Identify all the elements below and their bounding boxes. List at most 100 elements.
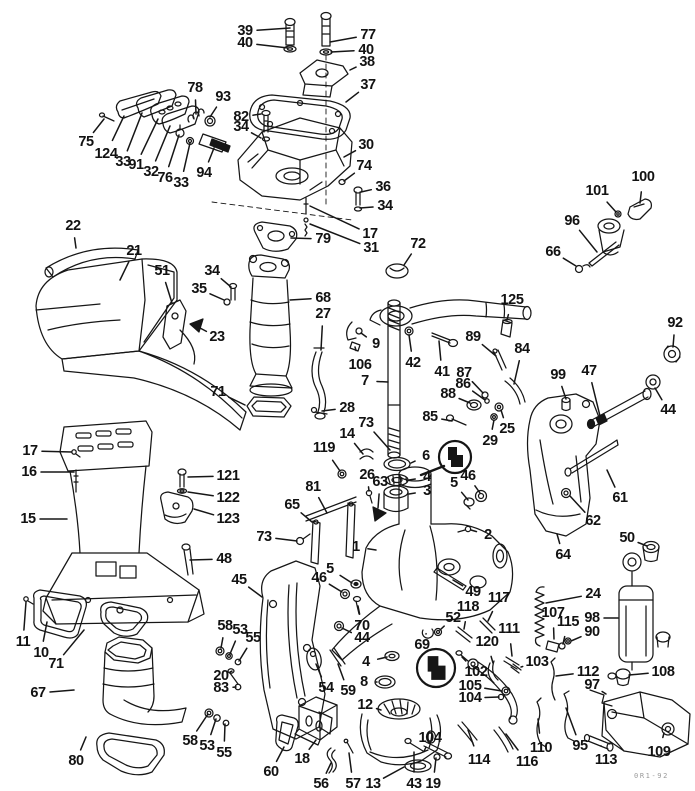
part-callout-119: 119 xyxy=(312,439,336,456)
part-callout-26: 26 xyxy=(359,466,375,483)
hardware-36-74-34-17-31 xyxy=(303,178,363,237)
leader-line-39 xyxy=(256,27,291,31)
part-callout-31: 31 xyxy=(363,239,379,256)
leader-line-97 xyxy=(601,690,607,695)
part-callout-111: 111 xyxy=(498,620,520,637)
leader-line-26 xyxy=(367,486,370,492)
leader-line-104 xyxy=(423,746,427,753)
part-steering-support-100-101-96-66 xyxy=(574,198,652,274)
leader-line-14 xyxy=(353,442,364,455)
linkage-49-52-117-118 xyxy=(433,567,496,643)
part-71-gasket-upper xyxy=(246,396,292,418)
part-51-bracket-and-screws xyxy=(162,282,238,365)
part-callout-4: 4 xyxy=(362,653,370,670)
part-callout-20: 20 xyxy=(213,667,229,684)
part-callout-57: 57 xyxy=(345,775,361,791)
leader-line-73 xyxy=(373,431,391,451)
leader-line-124 xyxy=(111,115,125,142)
part-callout-51: 51 xyxy=(154,262,170,279)
leader-line-80 xyxy=(79,736,87,751)
part-callout-124: 124 xyxy=(94,145,118,162)
part-callout-108: 108 xyxy=(651,663,675,680)
leader-line-103 xyxy=(520,665,524,668)
part-callout-46: 46 xyxy=(460,467,476,484)
leader-line-4 xyxy=(408,478,416,481)
part-callout-55: 55 xyxy=(245,629,261,646)
part-callout-81: 81 xyxy=(305,478,321,495)
leader-line-41 xyxy=(438,340,442,361)
part-callout-123: 123 xyxy=(216,510,240,527)
part-callout-117: 117 xyxy=(487,589,511,606)
part-callout-52: 52 xyxy=(445,609,461,626)
leader-line-17 xyxy=(309,205,360,230)
part-callout-34: 34 xyxy=(377,197,393,214)
leader-line-108 xyxy=(628,672,649,676)
leader-line-29 xyxy=(491,419,495,430)
part-callout-122: 122 xyxy=(216,489,240,506)
part-callout-100: 100 xyxy=(631,168,655,185)
rods-95-110-112-97 xyxy=(536,657,613,748)
leader-line-28 xyxy=(321,408,336,412)
part-callout-17: 17 xyxy=(22,442,38,459)
part-callout-110: 110 xyxy=(529,739,553,756)
leader-line-31 xyxy=(309,223,361,245)
part-7-driveshaft xyxy=(387,299,401,459)
leader-line-34 xyxy=(220,277,232,288)
leader-line-67 xyxy=(49,689,75,693)
part-callout-77: 77 xyxy=(360,26,376,43)
leader-line-109 xyxy=(662,732,665,739)
leader-line-66 xyxy=(562,257,577,267)
leader-line-125 xyxy=(506,313,510,321)
leader-line-1 xyxy=(367,548,377,551)
part-callout-97: 97 xyxy=(584,676,600,693)
part-callout-86: 86 xyxy=(455,375,471,392)
leader-line-71 xyxy=(228,396,246,406)
part-callout-90: 90 xyxy=(584,623,600,640)
leader-line-86 xyxy=(471,390,486,401)
part-68-muffler xyxy=(248,254,293,397)
leader-line-54 xyxy=(315,663,323,678)
part-callout-125: 125 xyxy=(500,291,524,308)
part-steering-arm xyxy=(346,299,532,352)
part-21-lower-cover xyxy=(35,258,247,431)
leader-line-101 xyxy=(606,201,617,213)
leader-line-64 xyxy=(556,533,561,545)
leader-line-45 xyxy=(247,586,263,598)
leader-line-55 xyxy=(238,647,248,662)
part-callout-33: 33 xyxy=(115,153,131,170)
part-callout-12: 12 xyxy=(357,696,373,713)
leader-line-57 xyxy=(348,752,353,773)
leader-line-5 xyxy=(339,574,353,584)
part-15-exhaust-housing xyxy=(42,420,205,625)
part-callout-2: 2 xyxy=(484,526,492,543)
part-callout-5: 5 xyxy=(450,474,458,491)
leader-line-116 xyxy=(505,733,519,751)
part-109-clevis-113-pin xyxy=(583,691,691,758)
callout-leader-lines xyxy=(23,27,675,779)
leader-line-51 xyxy=(164,281,173,304)
leader-line-117 xyxy=(487,610,494,622)
part-callout-30: 30 xyxy=(358,136,374,153)
leader-line-99 xyxy=(561,385,567,400)
leader-line-40 xyxy=(256,43,289,49)
leader-line-32 xyxy=(154,125,171,162)
leader-line-74 xyxy=(343,172,356,182)
part-callout-61: 61 xyxy=(612,489,628,506)
leader-line-120 xyxy=(490,655,494,664)
leader-line-50 xyxy=(637,541,648,547)
leader-line-71 xyxy=(62,629,85,656)
part-callout-54: 54 xyxy=(318,679,334,696)
part-callout-34: 34 xyxy=(204,262,220,279)
leader-line-72 xyxy=(403,253,413,266)
part-callout-16: 16 xyxy=(21,463,37,480)
part-callout-23: 23 xyxy=(209,328,225,345)
part-callout-40: 40 xyxy=(358,41,374,58)
leader-line-58 xyxy=(195,713,209,732)
leader-line-118 xyxy=(463,621,467,630)
part-callout-27: 27 xyxy=(315,305,331,322)
leader-line-96 xyxy=(578,229,598,253)
part-callout-73: 73 xyxy=(358,414,374,431)
part-callout-98: 98 xyxy=(584,609,600,626)
